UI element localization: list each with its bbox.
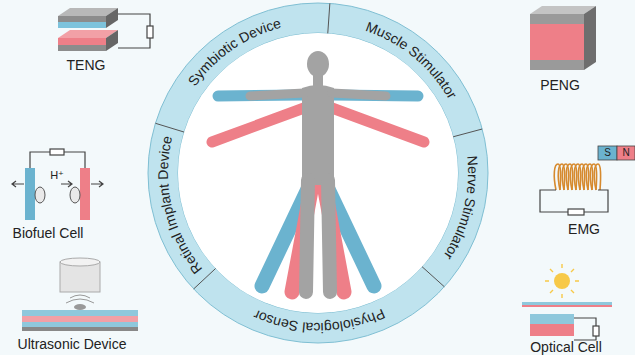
application-ring: Symbiotic Device Muscle StimulatorRetinal… <box>148 3 488 343</box>
ring-label: Physiological Sensor <box>251 306 388 336</box>
ring-label-text: Physiological Sensor <box>251 306 388 336</box>
device-label: TENG <box>67 58 106 72</box>
teng-symbol <box>58 8 153 51</box>
device-label: PENG <box>540 78 580 92</box>
ring-divider <box>453 129 482 137</box>
ring-label-text: Nerve Stimulator <box>440 155 481 263</box>
ultrasonic-device-symbol <box>22 258 138 331</box>
device-label: Optical Cell <box>530 340 602 354</box>
ring-interior <box>178 33 458 313</box>
ring-label-text: Symbiotic Device <box>185 15 283 89</box>
ring-divider <box>155 123 184 132</box>
device-label: EMG <box>568 222 600 236</box>
human-figure <box>212 51 424 292</box>
ring-label: Retinal Implant Device <box>155 134 205 277</box>
ring-label: Muscle Stimulator <box>364 18 461 101</box>
ring-label: Nerve Stimulator <box>440 155 481 263</box>
symbol-letter: N <box>622 148 629 158</box>
ring-label-text: Retinal Implant Device <box>155 134 205 277</box>
optical-cell-symbol <box>522 264 612 340</box>
emg-symbol <box>540 146 635 215</box>
coil-winding <box>594 164 600 190</box>
device-label: Biofuel Cell <box>13 226 84 240</box>
ring-label-text: Muscle Stimulator <box>364 18 461 101</box>
label-arc <box>208 273 429 323</box>
ring-label: Symbiotic Device <box>185 15 283 89</box>
symbol-letter: H⁺ <box>50 170 64 181</box>
ring-divider <box>328 3 330 33</box>
ring-band <box>148 3 488 343</box>
device-label: Ultrasonic Device <box>18 337 127 351</box>
ring-divider <box>422 267 444 287</box>
biofuel-cell-symbol <box>12 149 103 220</box>
peng-symbol <box>530 6 596 70</box>
symbol-letter: S <box>604 148 611 158</box>
